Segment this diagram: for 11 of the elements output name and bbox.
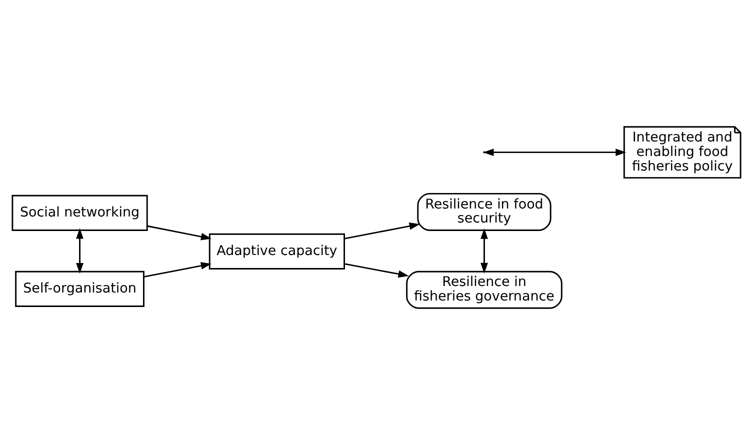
node-box: Resilience in fisheries governance: [406, 270, 562, 309]
arrow: [480, 228, 488, 274]
node-box: Social networking: [12, 194, 148, 231]
arrow: [76, 228, 84, 274]
node-box: Resilience in food security: [417, 192, 552, 231]
arrow: [344, 263, 409, 278]
arrow: [344, 222, 420, 240]
node-box: Adaptive capacity: [208, 233, 345, 270]
node-box: Self-organisation: [15, 270, 144, 307]
arrow: [146, 225, 212, 240]
arrow: [144, 262, 212, 278]
